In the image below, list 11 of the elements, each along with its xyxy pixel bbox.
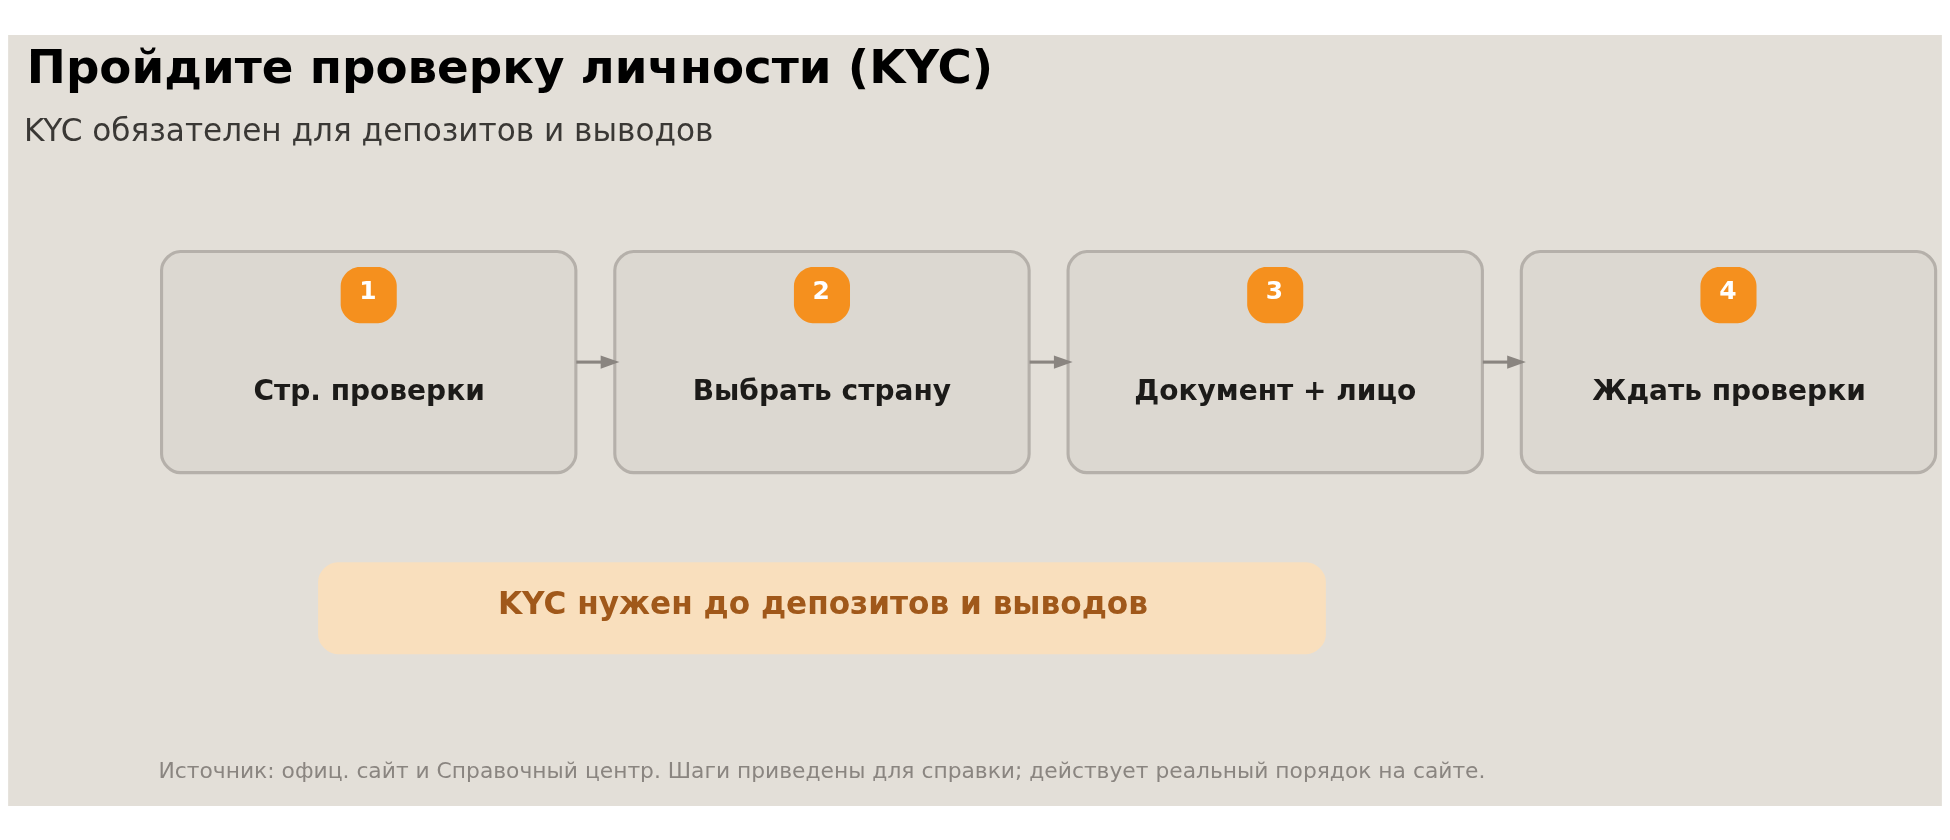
arrow <box>1482 355 1526 369</box>
diagram-title: Пройдите проверку личности (KYC) <box>26 39 994 94</box>
node-box: 1 Стр. проверки <box>160 249 578 474</box>
label: KYC обязателен для депозитов и выводов <box>24 111 714 148</box>
arrow <box>576 355 620 369</box>
node-box: 3 Документ + лицо <box>1066 249 1484 474</box>
node-box: 4 Ждать проверки <box>1519 249 1938 474</box>
arrow <box>1029 355 1073 369</box>
caption: Источник: офиц. сайт и Справочный центр. Шаги приведены для справки; действует реальный порядок на сайте. <box>158 757 1486 782</box>
node-box: KYC нужен до депозитов и выводов <box>318 561 1326 654</box>
node-box: 2 Выбрать страну <box>613 249 1031 474</box>
